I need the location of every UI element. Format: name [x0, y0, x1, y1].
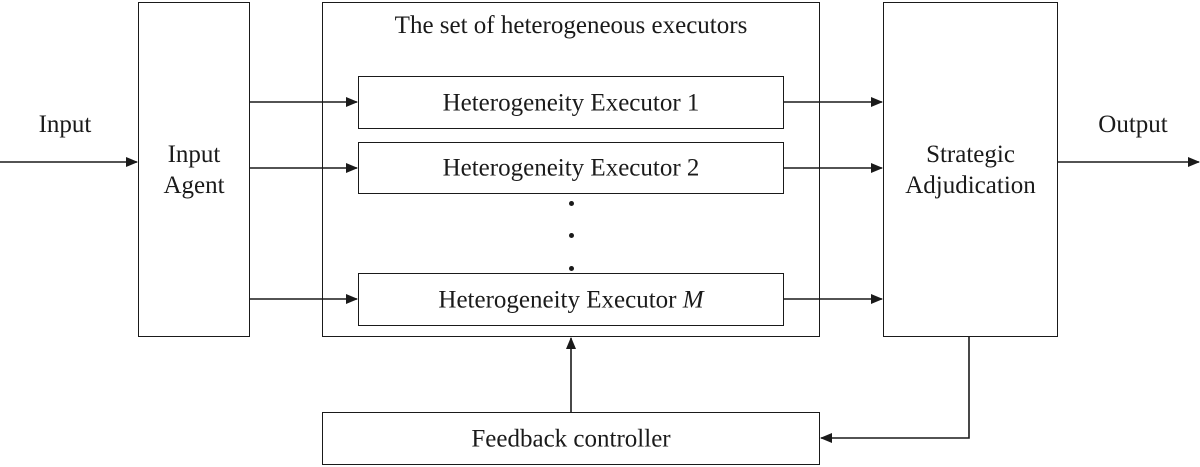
ellipsis-dot-3: [569, 266, 574, 271]
executor-label-m-prefix: Heterogeneity Executor: [438, 286, 677, 313]
input-agent-label-line2: Agent: [163, 171, 225, 199]
executor-label-1-prefix: Heterogeneity Executor: [442, 89, 681, 116]
input-label: Input: [38, 111, 92, 138]
adjudication-to-feedback-arrow: [820, 337, 970, 443]
input-agent-box: Input Agent: [138, 2, 250, 337]
executor-label-m: Heterogeneity Executor M: [359, 284, 783, 315]
feedback-controller-box: Feedback controller: [322, 412, 820, 465]
executor-set-title: The set of heterogeneous executors: [394, 12, 748, 39]
strategic-adjudication-label: Strategic Adjudication: [884, 139, 1057, 201]
strategic-adjudication-box: Strategic Adjudication: [883, 2, 1058, 337]
executor-box-2: Heterogeneity Executor 2: [358, 142, 784, 194]
adjudication-label-line1: Strategic: [926, 140, 1015, 168]
ellipsis-dot-1: [569, 201, 574, 206]
ellipsis-dot-2: [569, 233, 574, 238]
output-label: Output: [1098, 111, 1168, 138]
executor-label-2-prefix: Heterogeneity Executor: [442, 154, 681, 182]
executor-box-1: Heterogeneity Executor 1: [358, 76, 784, 129]
feedback-controller-label: Feedback controller: [471, 425, 671, 452]
executor-label-1: Heterogeneity Executor 1: [359, 87, 783, 118]
executor-label-2: Heterogeneity Executor 2: [359, 153, 783, 184]
executor-box-m: Heterogeneity Executor M: [358, 273, 784, 326]
executor-label-m-index: M: [682, 286, 704, 313]
adjudication-label-line2: Adjudication: [905, 171, 1036, 199]
input-agent-label-line1: Input: [167, 140, 221, 168]
input-agent-label: Input Agent: [139, 139, 249, 201]
executor-label-1-index: 1: [686, 89, 700, 116]
executor-label-2-index: 2: [686, 154, 700, 182]
